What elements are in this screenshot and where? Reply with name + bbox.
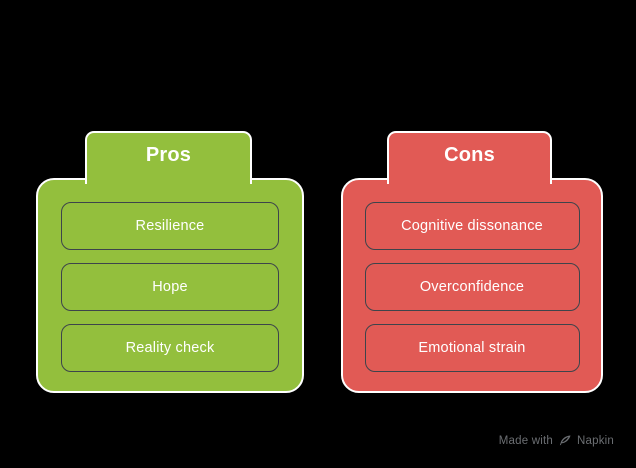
list-item-label: Hope xyxy=(152,279,188,295)
list-item-label: Overconfidence xyxy=(419,279,525,295)
watermark-prefix: Made with xyxy=(498,435,553,447)
list-item-pros-3: Reality check xyxy=(61,324,279,372)
cons-panel: Cons Cognitive dissonance Overconfidence… xyxy=(341,131,603,393)
pros-title: Pros xyxy=(145,143,192,166)
pros-tab-header: Pros xyxy=(85,131,252,184)
list-item-label: Cognitive dissonance xyxy=(401,218,543,234)
cons-title: Cons xyxy=(444,143,495,166)
feather-icon xyxy=(558,434,572,448)
watermark-brand: Napkin xyxy=(577,435,614,447)
pros-body: Resilience Hope Reality check xyxy=(36,178,304,393)
list-item-label: Reality check xyxy=(125,340,215,356)
cons-tab-header: Cons xyxy=(387,131,552,184)
napkin-watermark: Made with Napkin xyxy=(499,434,614,448)
list-item-cons-2: Overconfidence xyxy=(364,263,580,311)
cons-body: Cognitive dissonance Overconfidence Emot… xyxy=(341,178,603,393)
list-item-label: Emotional strain xyxy=(418,340,526,356)
list-item-cons-3: Emotional strain xyxy=(364,324,580,372)
list-item-label: Resilience xyxy=(135,218,205,234)
list-item-pros-1: Resilience xyxy=(61,202,279,250)
list-item-pros-2: Hope xyxy=(61,263,279,311)
pros-panel: Pros Resilience Hope Reality check xyxy=(36,131,304,393)
list-item-cons-1: Cognitive dissonance xyxy=(364,202,580,250)
